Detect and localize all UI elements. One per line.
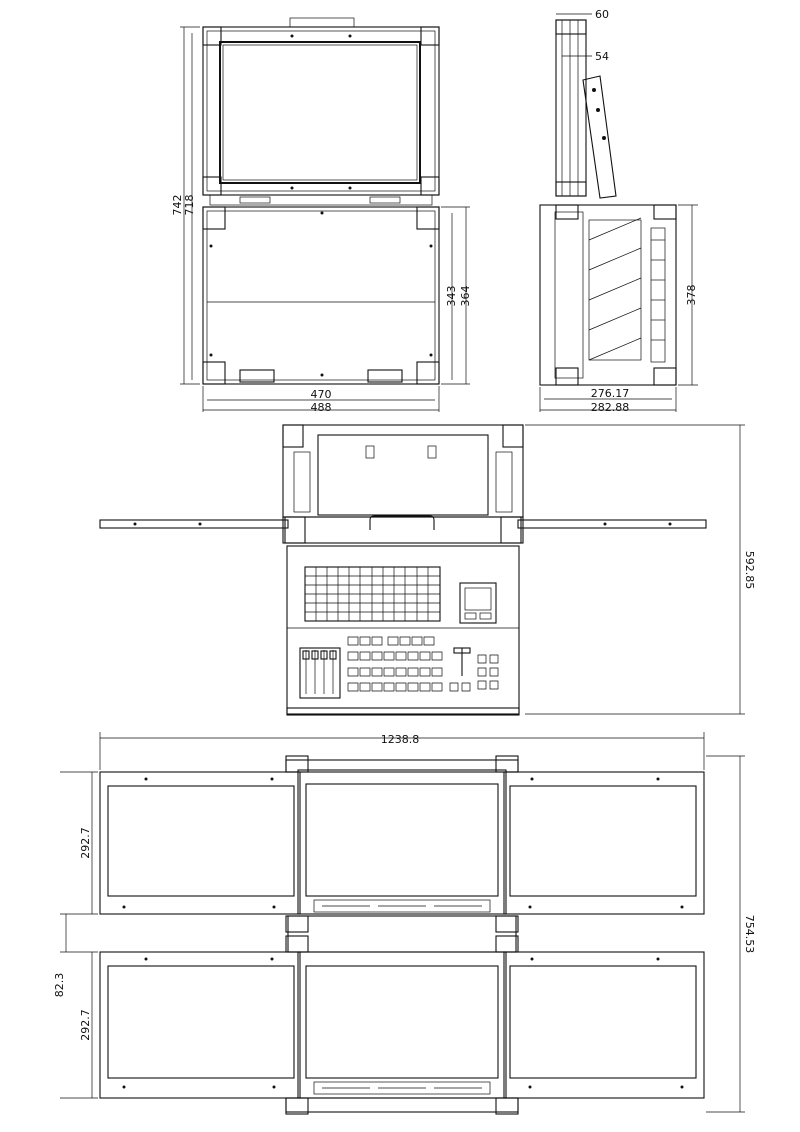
dim-side-height: 378 <box>678 204 698 386</box>
lid-screen <box>219 41 421 184</box>
dim-54-label: 54 <box>595 50 609 63</box>
left-arm <box>99 519 289 529</box>
dim-upper-screen-label: 292.7 <box>79 827 92 859</box>
upper-left-screen <box>99 771 301 915</box>
dim-592-label: 592.85 <box>743 551 756 590</box>
extended-view: 1238.8 292.7 82.3 292.7 <box>53 732 756 1115</box>
dim-extended-left: 292.7 82.3 292.7 <box>53 771 98 1099</box>
console-back-panel <box>282 424 524 518</box>
dim-754-label: 754.53 <box>743 915 756 954</box>
dim-470-label: 470 <box>311 388 332 401</box>
dim-364-label: 364 <box>459 286 472 307</box>
dim-side-top: 60 54 <box>556 8 609 63</box>
base-case <box>202 206 440 385</box>
upper-right-screen <box>503 771 705 915</box>
side-base <box>539 204 677 386</box>
right-arm <box>517 519 707 529</box>
side-view: 60 54 378 276.17 282.88 <box>539 8 698 414</box>
dim-base-heights: 343 364 <box>441 206 472 385</box>
trackpad <box>459 582 497 624</box>
dim-extended-height: 754.53 <box>706 755 756 1113</box>
switcher-buttons <box>347 636 499 692</box>
dim-console-height: 592.85 <box>525 424 756 715</box>
dim-378-label: 378 <box>685 285 698 306</box>
dim-282-label: 282.88 <box>591 401 630 414</box>
dim-front-heights: 742 718 <box>171 26 200 385</box>
dim-lower-screen-label: 292.7 <box>79 1009 92 1041</box>
console-view: 592.85 <box>99 424 756 716</box>
dim-742-label: 742 <box>171 195 184 216</box>
lower-right-screen <box>503 951 705 1099</box>
fader-sliders <box>299 647 341 699</box>
dim-1238-label: 1238.8 <box>381 733 420 746</box>
screen-screws <box>122 777 684 1089</box>
lid-frame <box>202 26 440 196</box>
dim-base-widths: 470 488 <box>202 386 440 414</box>
dim-gap-label: 82.3 <box>53 973 66 998</box>
dim-side-depths: 276.17 282.88 <box>539 387 677 414</box>
dim-extended-width: 1238.8 <box>99 732 705 770</box>
console-body <box>286 545 520 715</box>
lower-center-screen <box>297 951 507 1099</box>
keyboard-grid <box>304 566 441 622</box>
side-lid <box>555 19 587 197</box>
dim-718-label: 718 <box>183 195 196 216</box>
dim-60-label: 60 <box>595 8 609 21</box>
lower-left-screen <box>99 951 301 1099</box>
dim-488-label: 488 <box>311 401 332 414</box>
front-view-unfolded: 742 718 343 364 470 488 <box>171 17 472 414</box>
dim-276-label: 276.17 <box>591 387 630 400</box>
upper-center-screen <box>297 769 507 915</box>
dim-343-label: 343 <box>445 286 458 307</box>
